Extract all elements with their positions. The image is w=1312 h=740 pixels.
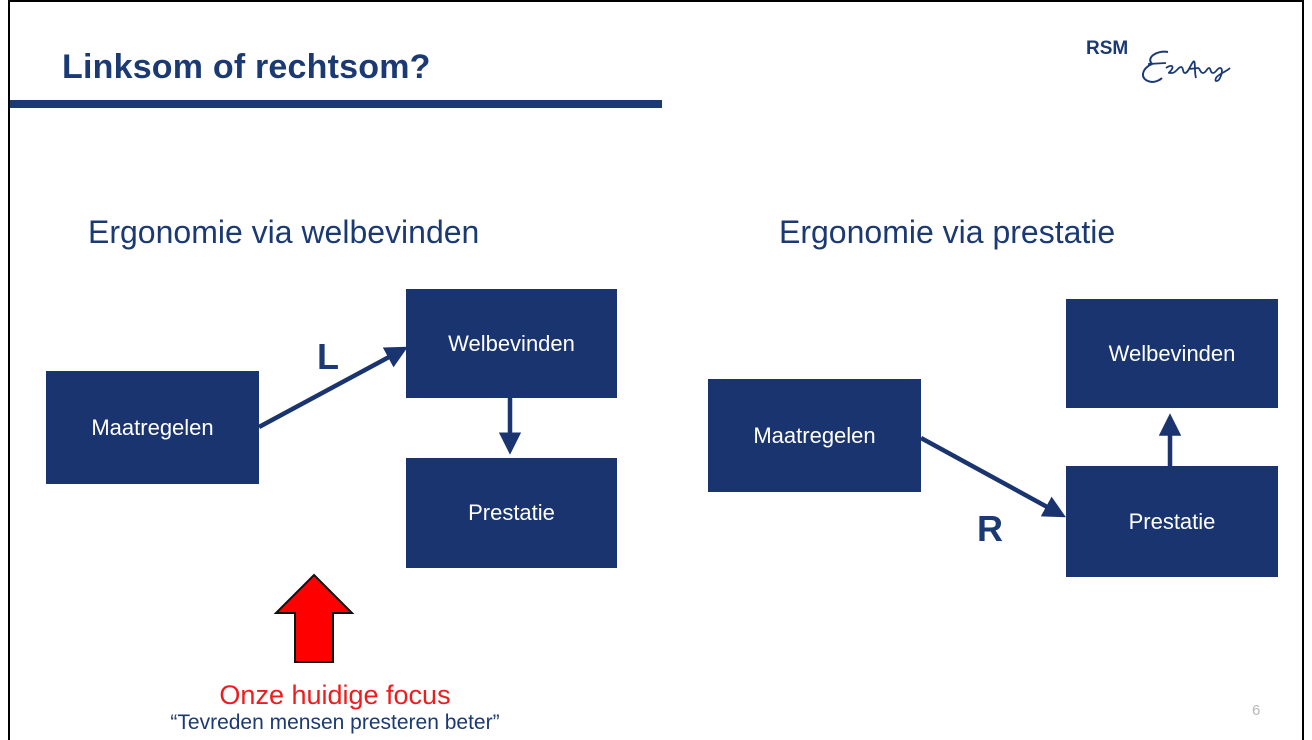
focus-quote: “Tevreden mensen presteren beter”: [170, 711, 500, 734]
right-box-maatregelen: Maatregelen: [708, 379, 921, 492]
title-underline: [10, 100, 662, 108]
box-label: Welbevinden: [1108, 340, 1236, 366]
page-number: 6: [1252, 702, 1261, 719]
slide-frame-left: [8, 0, 10, 740]
focus-label: Onze huidige focus: [219, 680, 451, 710]
right-box-welbevinden: Welbevinden: [1066, 299, 1278, 408]
left-box-maatregelen: Maatregelen: [46, 371, 259, 484]
box-label: Prestatie: [468, 500, 555, 525]
box-label: Maatregelen: [753, 422, 876, 448]
logo-signature-icon: [1142, 50, 1231, 84]
rsm-erasmus-logo: RSM: [1086, 38, 1256, 100]
right-box-prestatie: Prestatie: [1066, 466, 1278, 577]
left-box-welbevinden: Welbevinden: [406, 289, 617, 398]
left-box-prestatie: Prestatie: [406, 458, 617, 568]
left-heading: Ergonomie via welbevinden: [88, 214, 480, 250]
box-label: Maatregelen: [91, 414, 214, 440]
left-arrow-maatregelen-to-welbevinden: [257, 346, 408, 429]
slide-frame-top: [8, 0, 1304, 2]
box-label: Welbevinden: [448, 330, 575, 356]
right-arrow-maatregelen-to-prestatie: [919, 436, 1066, 518]
red-up-arrow-icon: [273, 573, 355, 663]
right-label-r: R: [977, 508, 1003, 549]
slide-title: Linksom of rechtsom?: [62, 48, 431, 86]
slide-frame-right: [1302, 0, 1304, 740]
box-label: Prestatie: [1128, 508, 1216, 534]
left-label-l: L: [317, 336, 339, 377]
right-heading: Ergonomie via prestatie: [779, 214, 1116, 250]
logo-rsm-text: RSM: [1086, 38, 1129, 59]
